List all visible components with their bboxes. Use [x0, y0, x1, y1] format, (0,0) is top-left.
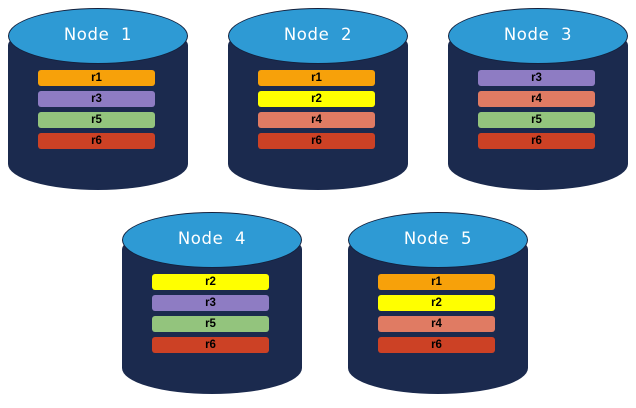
replica-bar-r4[interactable]: r4	[478, 91, 595, 107]
replica-list: r1 r2 r4 r6	[378, 274, 495, 353]
node-cylinder-top	[228, 8, 408, 64]
replica-bar-r1[interactable]: r1	[378, 274, 495, 290]
replica-bar-r5[interactable]: r5	[478, 112, 595, 128]
database-node-1[interactable]: Node 1 r1 r3 r5 r6	[8, 8, 188, 190]
replica-list: r3 r4 r5 r6	[478, 70, 595, 149]
replica-bar-r3[interactable]: r3	[478, 70, 595, 86]
replica-bar-r6[interactable]: r6	[258, 133, 375, 149]
replica-bar-r4[interactable]: r4	[258, 112, 375, 128]
replica-bar-r2[interactable]: r2	[258, 91, 375, 107]
node-label: Node 3	[503, 25, 573, 44]
replica-list: r2 r3 r5 r6	[152, 274, 269, 353]
database-node-4[interactable]: Node 4 r2 r3 r5 r6	[122, 212, 302, 394]
node-label: Node 2	[283, 25, 353, 44]
replica-bar-r5[interactable]: r5	[152, 316, 269, 332]
replica-bar-r6[interactable]: r6	[478, 133, 595, 149]
replica-bar-r3[interactable]: r3	[152, 295, 269, 311]
replica-bar-r2[interactable]: r2	[152, 274, 269, 290]
node-label: Node 4	[177, 229, 247, 248]
replica-bar-r6[interactable]: r6	[38, 133, 155, 149]
replica-bar-r5[interactable]: r5	[38, 112, 155, 128]
replica-bar-r4[interactable]: r4	[378, 316, 495, 332]
node-label: Node 5	[403, 229, 473, 248]
node-cylinder-top	[122, 212, 302, 268]
node-label: Node 1	[63, 25, 133, 44]
database-node-2[interactable]: Node 2 r1 r2 r4 r6	[228, 8, 408, 190]
database-node-5[interactable]: Node 5 r1 r2 r4 r6	[348, 212, 528, 394]
replica-bar-r3[interactable]: r3	[38, 91, 155, 107]
replica-bar-r6[interactable]: r6	[378, 337, 495, 353]
replica-bar-r2[interactable]: r2	[378, 295, 495, 311]
replica-bar-r6[interactable]: r6	[152, 337, 269, 353]
replica-bar-r1[interactable]: r1	[38, 70, 155, 86]
replica-bar-r1[interactable]: r1	[258, 70, 375, 86]
replica-list: r1 r3 r5 r6	[38, 70, 155, 149]
node-cylinder-top	[348, 212, 528, 268]
replica-list: r1 r2 r4 r6	[258, 70, 375, 149]
node-cylinder-top	[448, 8, 628, 64]
node-cylinder-top	[8, 8, 188, 64]
database-node-3[interactable]: Node 3 r3 r4 r5 r6	[448, 8, 628, 190]
